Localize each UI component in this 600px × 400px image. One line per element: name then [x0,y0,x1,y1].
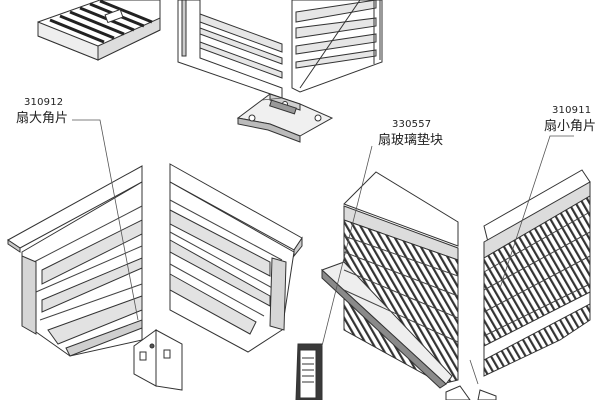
part-name-310912: 扇大角片 [16,111,69,126]
top-center-corner-frame [177,0,383,99]
top-left-grid-block [37,0,161,61]
bottom-corner-connector [445,385,497,400]
glazing-bead-profile [321,171,459,389]
part-name-330557: 扇玻璃垫块 [378,133,444,148]
large-left-frame-profile [7,165,143,357]
small-right-frame-profile [483,169,591,377]
part-code-310912: 310912 [24,97,64,108]
part-code-310911: 310911 [552,105,592,116]
corner-angle-piece [133,329,183,391]
large-right-frame-profile [169,163,303,353]
glass-setting-block [295,343,323,400]
callout-leader-lines [72,97,574,385]
corner-bracket-plate [236,93,334,143]
part-code-330557: 330557 [392,119,432,130]
part-name-310911: 扇小角片 [544,119,597,134]
